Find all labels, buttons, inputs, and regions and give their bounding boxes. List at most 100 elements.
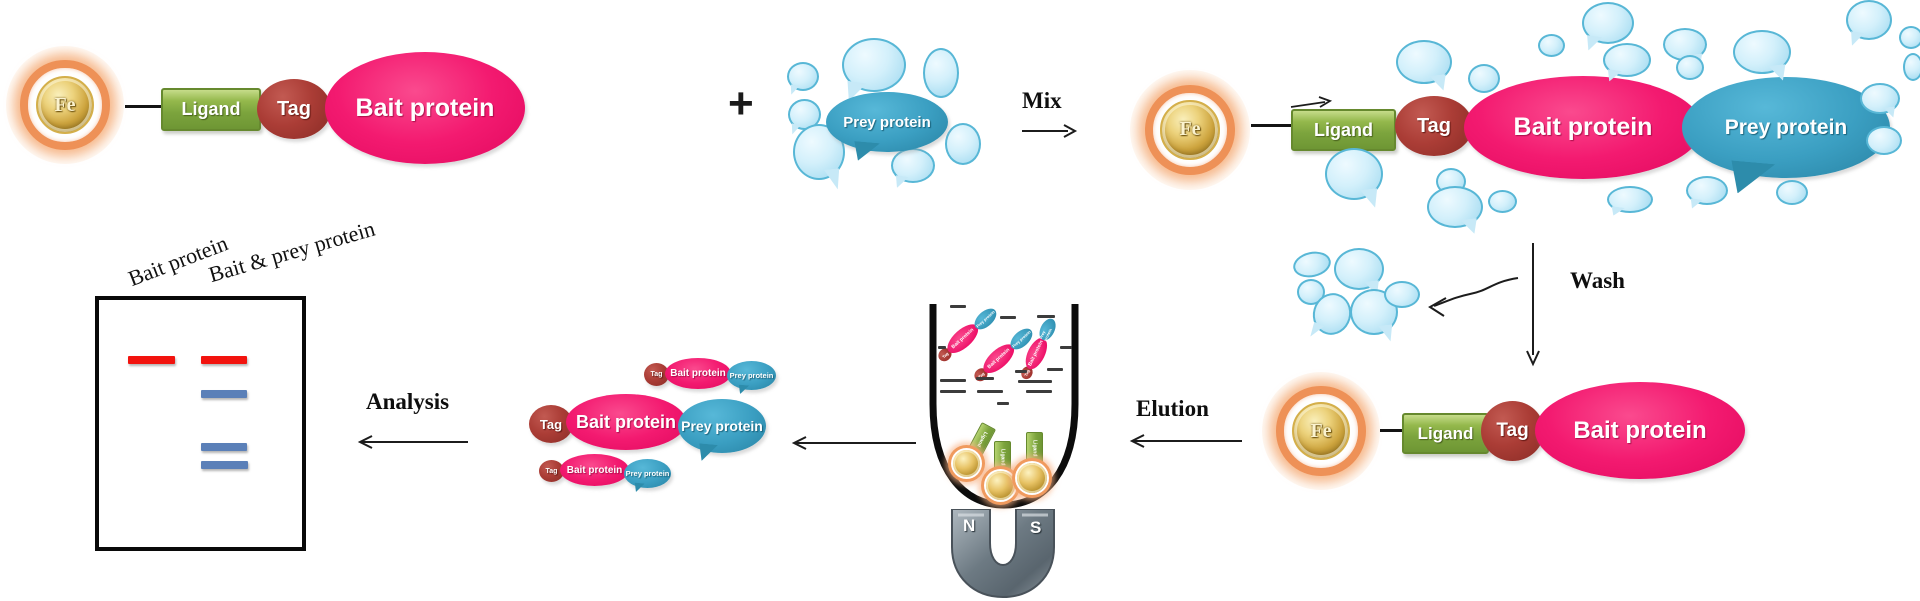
prey-blob: [1903, 53, 1920, 81]
washed-prey-blob: [1290, 248, 1334, 281]
solution-dash: [938, 346, 946, 349]
wash-label: Wash: [1570, 268, 1625, 293]
prey-blob: [1427, 186, 1483, 228]
gel-band-bait-lane2: [201, 356, 247, 364]
elution-label: Elution: [1136, 396, 1209, 421]
prey-blob: [1860, 83, 1900, 114]
solution-dash: [997, 402, 1009, 405]
bait-protein-ellipse: Bait protein: [325, 52, 525, 164]
bead-ring: Fe: [1144, 84, 1236, 176]
bead-core: Fe: [1291, 401, 1351, 461]
bait-protein-ellipse: Bait protein: [665, 358, 731, 389]
bead-linker-line: [125, 105, 161, 108]
prey-blob: [1733, 30, 1791, 74]
solution-dash: [1026, 390, 1052, 393]
bead-linker-line: [1380, 429, 1404, 432]
prey-blob: [1538, 34, 1565, 57]
wash-away-arrow-icon: [1428, 277, 1519, 317]
prey-blob: [1396, 40, 1452, 84]
washed-prey-blob: [1350, 289, 1398, 335]
gel-band-bait-lane1: [128, 356, 175, 364]
solution-dash: [1015, 370, 1027, 373]
solution-dash: [1060, 346, 1072, 349]
prey-blob: [1899, 26, 1920, 49]
bead-core: Fe: [35, 75, 95, 135]
elution-arrow-icon: [1129, 434, 1242, 448]
prey-blob: [945, 123, 981, 165]
prey-blob: [842, 38, 906, 92]
tag-ellipse: Tag: [539, 460, 564, 482]
prey-blob: [788, 99, 821, 130]
mix-arrow-icon: [1022, 124, 1078, 138]
solution-dash: [977, 390, 1003, 393]
magnet-south-label: S: [1030, 518, 1042, 537]
magnet-north-label: N: [963, 516, 976, 535]
horseshoe-magnet-icon: [951, 509, 1055, 599]
fe-label: Fe: [54, 93, 76, 116]
magnetic-bead-icon: [953, 450, 980, 477]
prey-protein-bubble: Prey protein: [678, 399, 766, 453]
bead-linker-line: [1251, 124, 1291, 127]
washed-prey-blob: [1384, 281, 1420, 308]
bait-protein-ellipse: Bait protein: [560, 454, 629, 486]
solution-dash: [1000, 316, 1016, 319]
prey-blob: [1686, 176, 1728, 205]
bait-protein-ellipse: Bait protein: [1535, 382, 1745, 479]
solution-dash: [940, 390, 966, 393]
analysis-label: Analysis: [366, 389, 450, 414]
magnetic-bead-icon: [1017, 463, 1047, 493]
magnetic-bead-icon: [986, 471, 1015, 500]
solution-dash: [1018, 380, 1052, 383]
prey-blob: [1325, 148, 1383, 200]
prey-blob: [1776, 180, 1808, 205]
plus-sign: +: [728, 79, 754, 128]
prey-protein-bubble: Prey protein: [1682, 77, 1890, 178]
magnetic-bead-icon: Fe: [1262, 372, 1380, 490]
prey-blob: [891, 148, 935, 183]
ligand-box: Ligand: [994, 441, 1011, 473]
prey-blob: [1676, 55, 1704, 80]
magnetic-bead-icon: Fe: [6, 46, 124, 164]
gel-band-prey-lane2: [201, 390, 247, 398]
ligand-box: Ligand: [1291, 109, 1396, 151]
prey-blob: [1488, 190, 1517, 213]
gel-electrophoresis-icon: [95, 296, 306, 551]
bead-ring: Fe: [20, 60, 110, 150]
tag-ellipse: Tag: [257, 79, 331, 139]
bead-core: Fe: [1160, 100, 1220, 160]
ligand-box: Ligand: [1026, 432, 1043, 464]
prey-protein-bubble: Prey protein: [826, 92, 948, 152]
washed-prey-blob: [1334, 248, 1384, 290]
prey-protein-bubble: Prey protein: [624, 459, 671, 488]
prey-blob: [787, 62, 819, 91]
solution-dash: [940, 379, 966, 382]
analysis-arrow-icon: [357, 435, 468, 449]
tag-ellipse: Tag: [1481, 401, 1544, 461]
bait-protein-ellipse: Bait protein: [1464, 76, 1702, 179]
tag-ellipse: Tag: [1395, 96, 1473, 156]
tag-ellipse: Tag: [644, 363, 669, 386]
gel-lane2-label: Bait & prey protein: [205, 215, 378, 288]
prey-blob: [1846, 0, 1892, 40]
solution-dash: [950, 305, 966, 308]
fe-label: Fe: [1179, 118, 1201, 141]
prey-blob: [923, 48, 959, 98]
eluate-arrow-icon: [791, 436, 916, 450]
solution-dash: [1047, 368, 1063, 371]
prey-protein-bubble: Prey protein: [727, 361, 776, 390]
bead-ring: Fe: [1276, 386, 1366, 476]
ligand-box: Ligand: [161, 88, 261, 131]
prey-blob: [1603, 43, 1651, 77]
tag-ellipse: Tag: [529, 405, 573, 443]
mix-label: Mix: [1022, 88, 1062, 113]
prey-blob: [1866, 126, 1902, 155]
wash-arrow-icon: [1526, 243, 1540, 367]
magnetic-bead-icon: Fe: [1130, 70, 1250, 190]
ligand-box: Ligand: [1402, 413, 1489, 454]
prey-blob: [1582, 2, 1634, 44]
prey-blob: [1468, 64, 1500, 93]
fe-label: Fe: [1310, 419, 1332, 442]
attachment-arrow-icon: [1290, 96, 1333, 108]
solution-dash: [976, 377, 994, 380]
